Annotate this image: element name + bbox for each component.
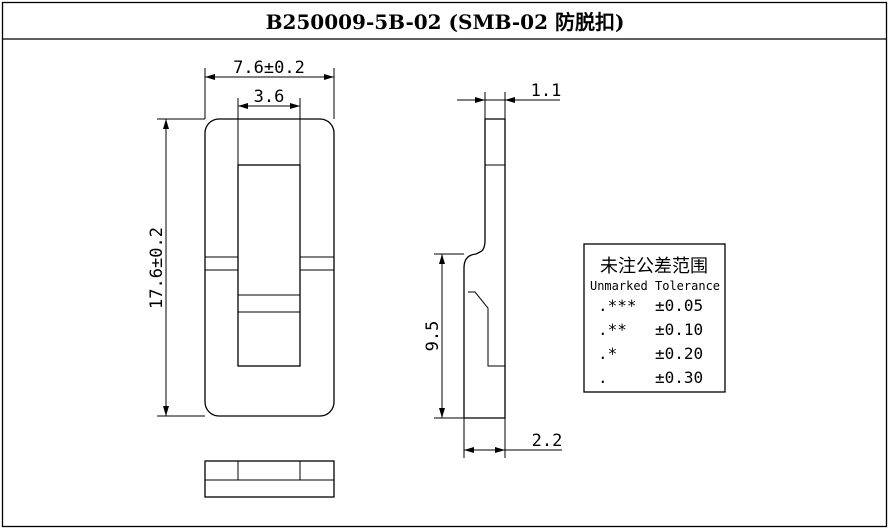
side-view-latch (468, 291, 505, 367)
dim-arrow (290, 103, 300, 109)
drawing-title: B250009-5B-02 (SMB-02 防脱扣) (266, 10, 625, 34)
bottom-view (204, 460, 335, 498)
dim-arrow (495, 447, 505, 453)
dim-label-width-inner: 3.6 (254, 87, 285, 107)
dim-arrow (439, 254, 445, 264)
dim-arrow (439, 408, 445, 418)
dim-arrow (505, 97, 515, 103)
tolerance-heading: 未注公差范围 (600, 256, 708, 277)
dim-arrow (324, 74, 334, 80)
front-view-inner-slot (237, 164, 301, 367)
side-view-outline (463, 118, 506, 419)
dim-arrow (464, 447, 474, 453)
dim-arrow (205, 74, 215, 80)
tolerance-subheading: Unmarked Tolerance (590, 279, 720, 293)
front-view: 7.6±0.2 3.6 17.6±0.2 (147, 58, 335, 417)
tolerance-value: ±0.20 (655, 344, 703, 363)
bottom-view-outline (204, 460, 335, 498)
dim-label-width-total: 7.6±0.2 (233, 58, 305, 78)
front-view-outline (204, 118, 335, 417)
dim-label-thickness-bottom: 2.2 (532, 431, 563, 451)
dim-arrow (163, 406, 169, 416)
tolerance-table: 未注公差范围 Unmarked Tolerance .*** ±0.05 .**… (583, 243, 726, 393)
dim-label-thickness-top: 1.1 (531, 81, 562, 101)
dim-label-side-height: 9.5 (423, 321, 443, 352)
side-view: 1.1 9.5 2.2 (423, 81, 562, 458)
tolerance-value: ±0.05 (655, 296, 703, 315)
tolerance-value: ±0.10 (655, 320, 703, 339)
tolerance-precision: .* (598, 344, 617, 363)
tolerance-precision: .*** (598, 296, 637, 315)
dim-arrow (238, 103, 248, 109)
tolerance-precision: .** (598, 320, 627, 339)
tolerance-value: ±0.30 (655, 368, 703, 387)
dim-arrow (475, 97, 485, 103)
dim-label-height-total: 17.6±0.2 (147, 227, 167, 309)
tolerance-table-border (583, 243, 726, 393)
tolerance-precision: . (598, 368, 608, 387)
dim-arrow (163, 119, 169, 129)
